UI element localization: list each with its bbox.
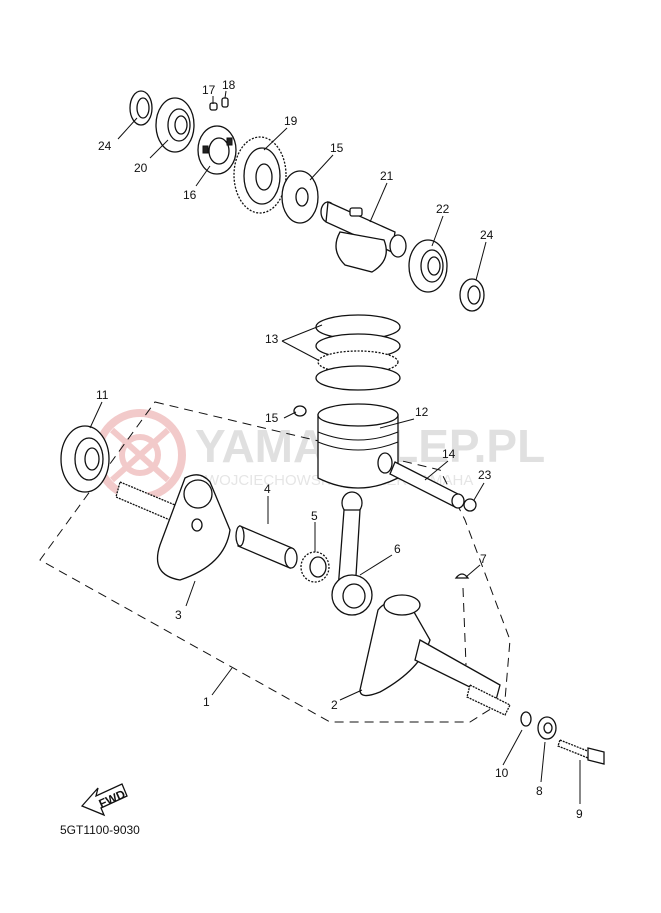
callout-3: 3 (175, 608, 182, 622)
callout-5: 5 (311, 509, 318, 523)
watermark-logo-icon (94, 409, 186, 501)
callout-24-left: 24 (98, 139, 112, 153)
callout-8: 8 (536, 784, 543, 798)
callout-7: 7 (480, 552, 487, 566)
callout-24-right: 24 (480, 228, 494, 242)
oil-seal-left (129, 90, 153, 126)
circlip-left (293, 405, 307, 417)
woodruff-key (454, 573, 470, 579)
callout-14: 14 (442, 447, 456, 461)
callout-12: 12 (415, 405, 429, 419)
callout-10: 10 (495, 766, 509, 780)
callout-11: 11 (96, 388, 109, 402)
callout-15-left: 15 (265, 411, 279, 425)
callout-21: 21 (380, 169, 394, 183)
callout-20: 19 (284, 114, 298, 128)
needle-bearing (300, 551, 330, 583)
callout-22: 22 (436, 202, 450, 216)
callout-1: 1 (203, 695, 210, 709)
circlip-right (463, 498, 477, 512)
balancer-gear (233, 136, 287, 214)
callout-16: 15 (330, 141, 344, 155)
fwd-arrow-label: FWD (97, 787, 128, 811)
crankshaft-right (359, 594, 511, 716)
callouts: 24 20 16 17 18 19 15 21 22 24 13 15 12 1… (96, 78, 583, 821)
callout-9: 9 (576, 807, 583, 821)
diagram-code: 5GT1100-9030 (60, 823, 140, 837)
piston (317, 403, 399, 489)
callout-19: 18 (222, 78, 236, 92)
callout-23: 20 (134, 161, 148, 175)
o-ring (520, 711, 532, 727)
leader-lines (89, 90, 581, 804)
callout-17: 16 (183, 188, 197, 202)
bearing-left (155, 97, 195, 153)
fwd-arrow-icon: FWD (80, 783, 128, 817)
washer (281, 170, 319, 224)
bearing-right (408, 239, 448, 293)
gear-holder (197, 125, 237, 175)
oil-seal-right (459, 278, 485, 312)
callout-13: 13 (265, 332, 279, 346)
bolt (557, 739, 605, 765)
connecting-rod (331, 491, 373, 616)
crankpin (235, 525, 298, 569)
callout-6: 6 (394, 542, 401, 556)
callout-4: 4 (264, 482, 271, 496)
crankshaft-left (115, 474, 231, 581)
balancer-shaft (320, 201, 407, 273)
piston-ring-set (315, 314, 401, 391)
callout-18: 17 (202, 83, 216, 97)
crankshaft-bearing (60, 425, 110, 493)
callout-2: 2 (331, 698, 338, 712)
plate-washer (537, 716, 557, 740)
key-alignment-line (462, 587, 467, 666)
piston-pin (389, 461, 465, 509)
callout-15-right: 23 (478, 468, 492, 482)
